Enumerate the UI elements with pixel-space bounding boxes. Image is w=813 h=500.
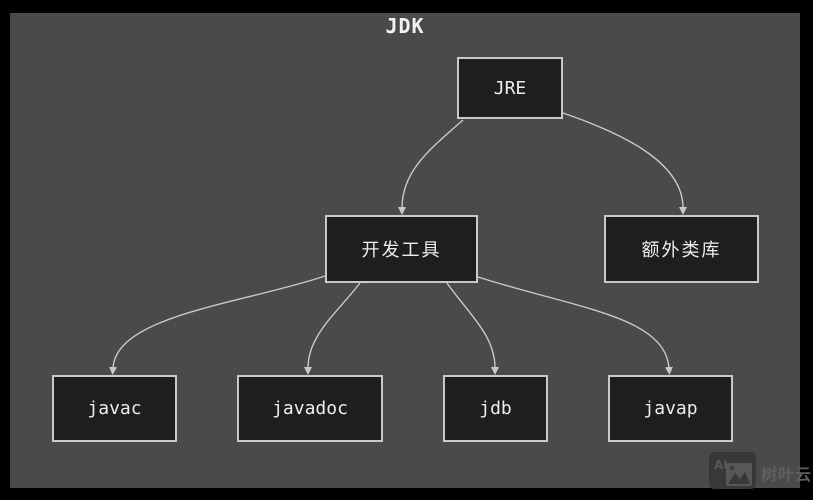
edge-jre-to-devtools: [398, 119, 464, 215]
diagram-canvas: JDK JRE 开发工具 额外类库: [10, 13, 800, 488]
watermark: AI 树叶云: [709, 452, 812, 493]
diagram-title: JDK: [385, 14, 425, 38]
node-javac-label: javac: [87, 398, 142, 419]
connector-arrows: [109, 112, 687, 375]
node-jre: JRE: [457, 57, 563, 119]
edge-jre-to-extralibs: [562, 112, 687, 215]
node-dev-tools: 开发工具: [325, 215, 478, 283]
node-jdb-label: jdb: [479, 398, 512, 419]
node-javap: javap: [608, 375, 733, 442]
edge-devtools-to-javac: [109, 275, 326, 375]
node-javadoc-label: javadoc: [272, 398, 348, 419]
node-extra-libs: 额外类库: [604, 215, 759, 283]
ai-photo-icon: AI: [709, 452, 756, 493]
node-javac: javac: [52, 375, 177, 442]
node-jdb: jdb: [443, 375, 548, 442]
node-extra-libs-label: 额外类库: [641, 240, 722, 260]
svg-text:AI: AI: [714, 458, 728, 472]
node-dev-tools-label: 开发工具: [361, 240, 442, 260]
node-jre-label: JRE: [493, 77, 527, 99]
edge-devtools-to-jdb: [446, 282, 499, 375]
edge-devtools-to-javadoc: [304, 282, 361, 375]
edge-devtools-to-javap: [477, 276, 673, 375]
node-javadoc: javadoc: [237, 375, 383, 442]
watermark-label: 树叶云: [761, 466, 813, 484]
node-javap-label: javap: [643, 398, 698, 419]
